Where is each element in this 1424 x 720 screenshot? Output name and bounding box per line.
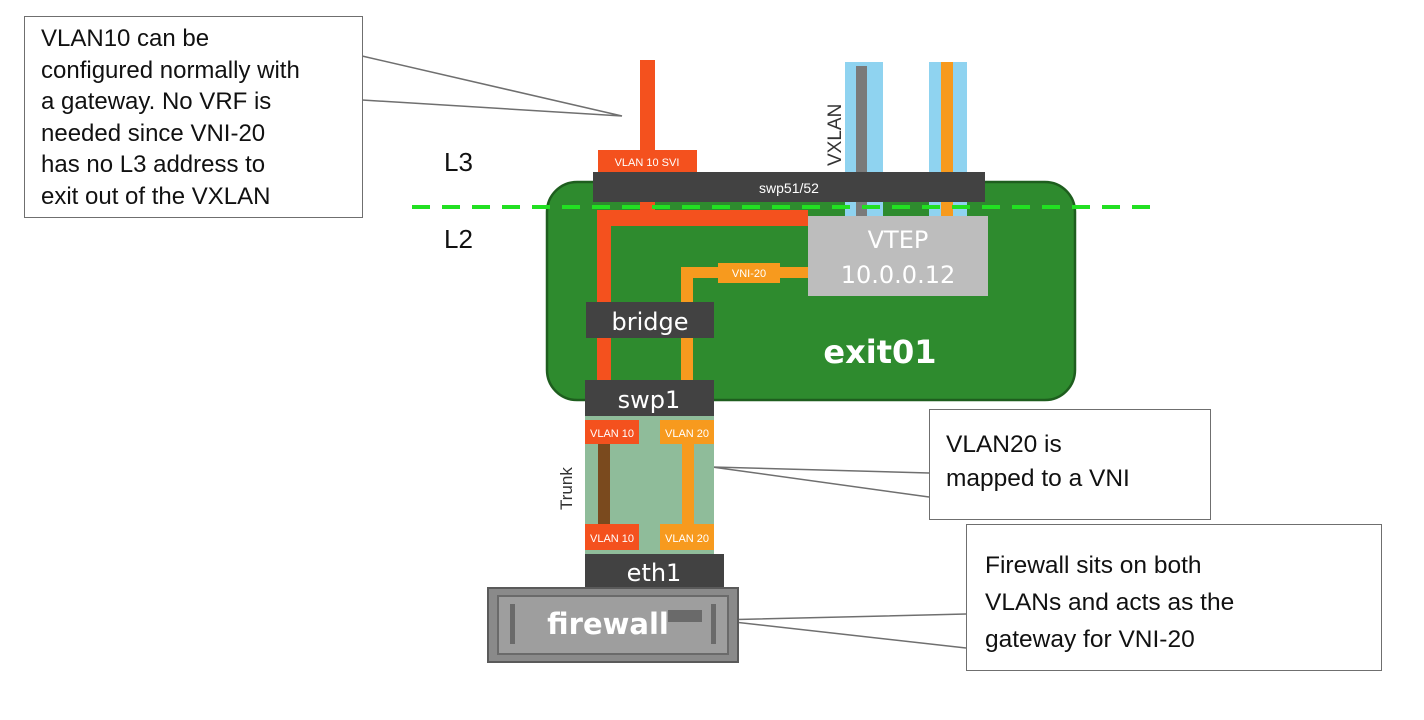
callout-vlan20-pointer: [711, 466, 930, 498]
uplink-port-bar: [593, 172, 985, 202]
trunk-vlan10-bottom-label: VLAN 10: [590, 533, 634, 545]
trunk-vlan20-line: [682, 440, 694, 530]
vni20-label: VNI-20: [732, 268, 766, 280]
trunk-vlan10-top-tag: [585, 420, 639, 444]
vlan10-internal-horizontal: [597, 210, 808, 226]
trunk-label: Trunk: [557, 467, 576, 510]
callout-vlan20: VLAN20 is mapped to a VNI: [929, 409, 1211, 520]
eth1-port: [585, 554, 724, 588]
vlan10-svi-label: VLAN 10 SVI: [615, 157, 680, 169]
callout-firewall-pointer: [715, 613, 967, 649]
firewall-faceplate: [497, 595, 729, 655]
layer-label-l2: L2: [444, 224, 473, 254]
trunk-vlan10-top-label: VLAN 10: [590, 428, 634, 440]
trunk-vlan20-bottom-label: VLAN 20: [665, 533, 709, 545]
vlan10-svi-tag: [598, 150, 697, 172]
trunk-vlan20-top-tag: [660, 420, 714, 444]
firewall-handle-left: [510, 604, 515, 644]
bridge-label: bridge: [611, 308, 688, 336]
firewall-slot: [668, 610, 702, 622]
callout-vlan10: VLAN10 can be configured normally with a…: [24, 16, 363, 218]
switch-name: exit01: [823, 333, 936, 371]
uplink-port-label: swp51/52: [759, 180, 819, 196]
swp1-label: swp1: [618, 386, 681, 414]
vlan10-uplink-line: [640, 60, 655, 172]
vtep-box: [808, 216, 988, 296]
trunk-vlan10-bottom-tag: [585, 524, 639, 550]
eth1-label: eth1: [627, 559, 682, 587]
vni20-tag: [718, 263, 780, 283]
vtep-ip: 10.0.0.12: [841, 261, 956, 289]
trunk-vlan20-top-label: VLAN 20: [665, 428, 709, 440]
vtep-title: VTEP: [868, 226, 929, 254]
bridge-box: [586, 302, 714, 338]
trunk-vlan20-bottom-tag: [660, 524, 714, 550]
vxlan-label: VXLAN: [825, 104, 846, 166]
swp1-port: [585, 380, 714, 416]
vxlan-tunnel-left-core: [856, 66, 867, 216]
firewall-handle-right: [711, 604, 716, 644]
firewall-label: firewall: [547, 607, 669, 641]
callout-vlan10-pointer: [361, 55, 623, 117]
trunk-vlan10-line: [598, 440, 610, 530]
callout-firewall: Firewall sits on both VLANs and acts as …: [966, 524, 1382, 671]
layer-label-l3: L3: [444, 147, 473, 177]
